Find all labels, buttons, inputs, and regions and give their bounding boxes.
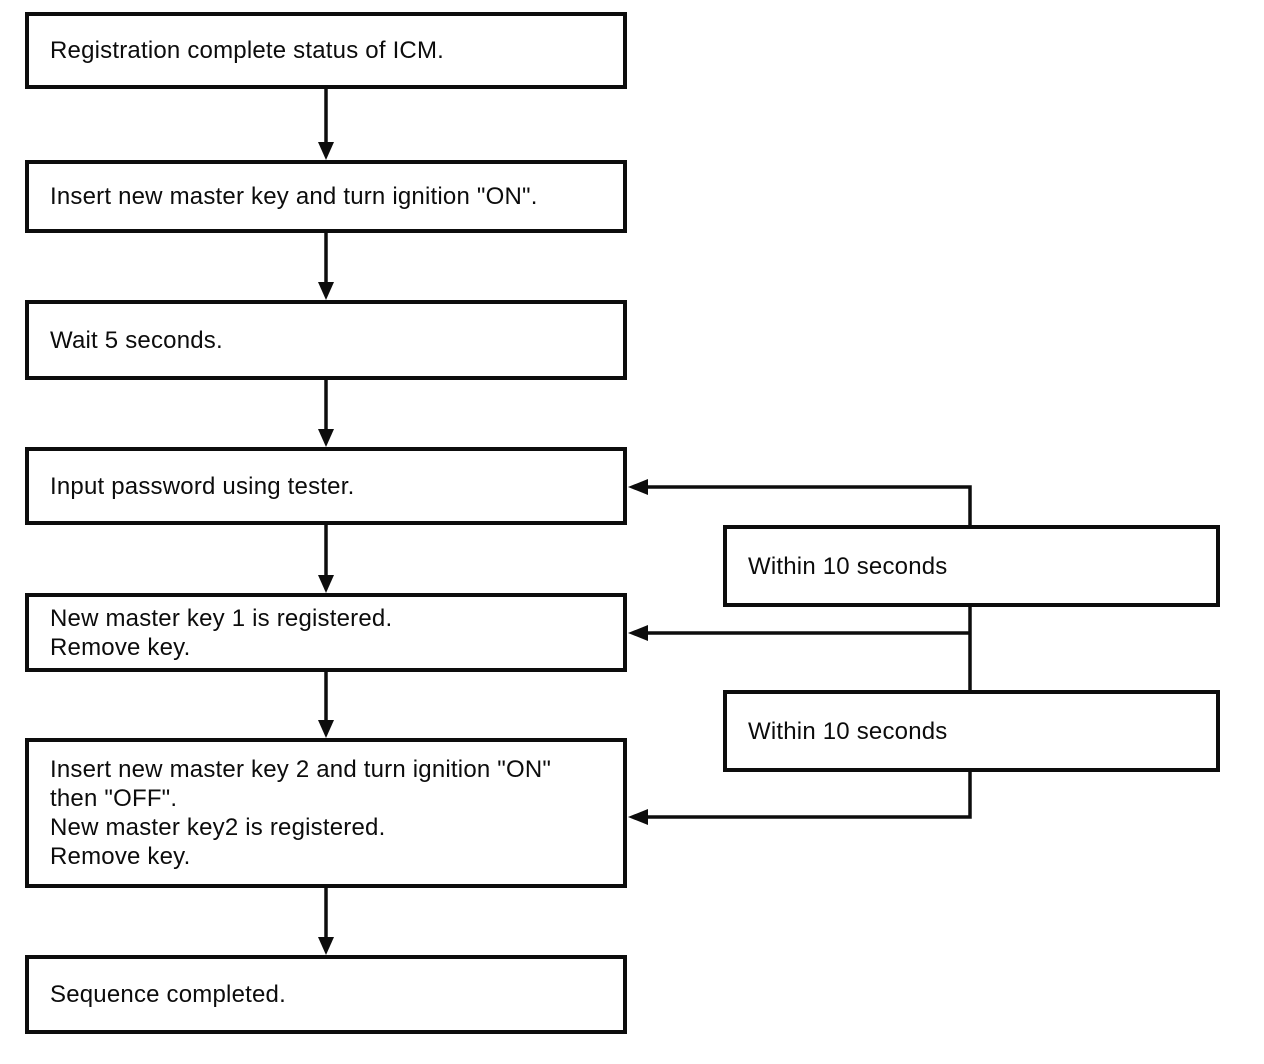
- arrow-step6-to-step7: [318, 888, 334, 955]
- flow-step-sequence-completed: Sequence completed.: [25, 955, 627, 1034]
- arrow-step2-to-step3: [318, 233, 334, 300]
- arrow-timing2-to-step6: [628, 770, 972, 825]
- flow-step-wait-5-seconds: Wait 5 seconds.: [25, 300, 627, 380]
- flow-step-text: Wait 5 seconds.: [50, 326, 223, 354]
- flow-step-text: Registration complete status of ICM.: [50, 37, 445, 64]
- timing-label-text: Within 10 seconds: [748, 717, 948, 745]
- arrow-branch-to-step5: [628, 625, 970, 641]
- arrow-step5-to-step6: [318, 672, 334, 738]
- flow-step-text: Sequence completed.: [50, 981, 286, 1008]
- arrow-step4-to-step5: [318, 525, 334, 593]
- flow-step-text: Input password using tester.: [50, 472, 355, 500]
- flow-step-text: Insert new master key 2 and turn ignitio…: [50, 756, 552, 870]
- flow-step-insert-master-key: Insert new master key and turn ignition …: [25, 160, 627, 233]
- flow-step-text: New master key 1 is registered. Remove k…: [50, 604, 393, 661]
- arrow-step3-to-step4: [318, 380, 334, 447]
- flow-step-text: Insert new master key and turn ignition …: [50, 183, 538, 210]
- flow-step-insert-master-key2: Insert new master key 2 and turn ignitio…: [25, 738, 627, 888]
- timing-label-text: Within 10 seconds: [748, 552, 948, 580]
- timing-label-within-10-seconds-2: Within 10 seconds: [723, 690, 1220, 772]
- flow-step-registration-complete: Registration complete status of ICM.: [25, 12, 627, 89]
- timing-label-within-10-seconds-1: Within 10 seconds: [723, 525, 1220, 607]
- arrow-timing1-to-step4: [628, 479, 972, 527]
- flow-step-key1-registered: New master key 1 is registered. Remove k…: [25, 593, 627, 672]
- arrow-step1-to-step2: [318, 89, 334, 160]
- flow-step-input-password: Input password using tester.: [25, 447, 627, 525]
